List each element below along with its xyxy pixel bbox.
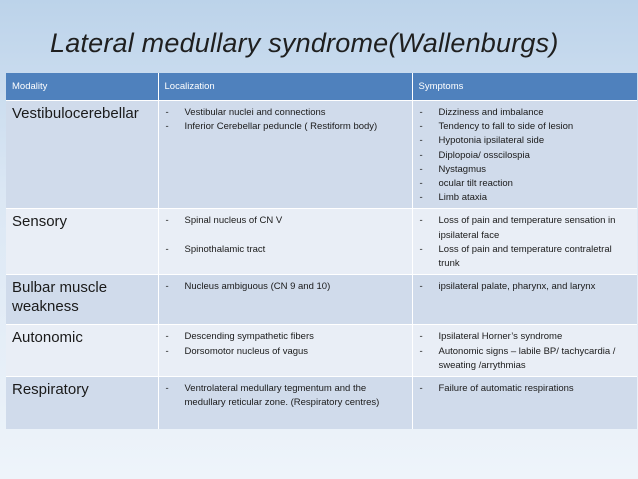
symptoms-list: Ipsilateral Horner’s syndrome Autonomic … — [419, 330, 632, 373]
localization-list: Descending sympathetic fibers Dorsomotor… — [165, 330, 406, 359]
list-item: ocular tilt reaction — [419, 177, 632, 191]
table-row: Sensory Spinal nucleus of CN V Spinothal… — [6, 208, 637, 275]
list-item: Dizziness and imbalance — [419, 106, 632, 120]
syndrome-table: Modality Localization Symptoms Vestibulo… — [6, 73, 637, 429]
list-item: Ventrolateral medullary tegmentum and th… — [165, 382, 406, 410]
modality-cell: Bulbar muscle weakness — [6, 274, 159, 325]
list-item: Dorsomotor nucleus of vagus — [165, 345, 406, 359]
modality-cell: Sensory — [6, 208, 159, 275]
symptoms-list: Dizziness and imbalance Tendency to fall… — [419, 106, 632, 206]
list-item: Failure of automatic respirations — [419, 382, 632, 396]
list-item: Spinothalamic tract — [165, 243, 406, 257]
header-modality: Modality — [6, 73, 159, 101]
symptoms-cell: Ipsilateral Horner’s syndrome Autonomic … — [412, 324, 637, 377]
symptoms-cell: Failure of automatic respirations — [412, 376, 637, 429]
list-item: Loss of pain and temperature sensation i… — [419, 214, 632, 242]
localization-list: Nucleus ambiguous (CN 9 and 10) — [165, 280, 406, 294]
list-item: Spinal nucleus of CN V — [165, 214, 406, 228]
table-row: Vestibulocerebellar Vestibular nuclei an… — [6, 99, 637, 209]
symptoms-list: Failure of automatic respirations — [419, 382, 632, 396]
localization-cell: Nucleus ambiguous (CN 9 and 10) — [158, 274, 413, 325]
localization-list: Ventrolateral medullary tegmentum and th… — [165, 382, 406, 410]
modality-cell: Autonomic — [6, 324, 159, 377]
list-item: Loss of pain and temperature contraletra… — [419, 243, 632, 271]
list-item: Ipsilateral Horner’s syndrome — [419, 330, 632, 344]
symptoms-cell: ipsilateral palate, pharynx, and larynx — [412, 274, 637, 325]
localization-list: Spinal nucleus of CN V Spinothalamic tra… — [165, 214, 406, 257]
localization-cell: Vestibular nuclei and connections Inferi… — [158, 99, 413, 209]
table-row: Bulbar muscle weakness Nucleus ambiguous… — [6, 274, 637, 325]
modality-cell: Respiratory — [6, 376, 159, 429]
list-item: Nystagmus — [419, 163, 632, 177]
table-header-row: Modality Localization Symptoms — [6, 73, 637, 101]
symptoms-cell: Loss of pain and temperature sensation i… — [412, 208, 637, 275]
localization-list: Vestibular nuclei and connections Inferi… — [165, 106, 406, 135]
slide-title: Lateral medullary syndrome(Wallenburgs) — [50, 28, 559, 58]
modality-cell: Vestibulocerebellar — [6, 99, 159, 209]
list-item: Nucleus ambiguous (CN 9 and 10) — [165, 280, 406, 294]
list-item: Hypotonia ipsilateral side — [419, 134, 632, 148]
header-symptoms: Symptoms — [412, 73, 637, 101]
symptoms-list: ipsilateral palate, pharynx, and larynx — [419, 280, 632, 294]
list-item: Diplopoia/ osscilospia — [419, 149, 632, 163]
list-item: Autonomic signs – labile BP/ tachycardia… — [419, 345, 632, 373]
symptoms-list: Loss of pain and temperature sensation i… — [419, 214, 632, 271]
table-row: Respiratory Ventrolateral medullary tegm… — [6, 376, 637, 429]
list-item: Tendency to fall to side of lesion — [419, 120, 632, 134]
localization-cell: Spinal nucleus of CN V Spinothalamic tra… — [158, 208, 413, 275]
localization-cell: Ventrolateral medullary tegmentum and th… — [158, 376, 413, 429]
list-item: Inferior Cerebellar peduncle ( Restiform… — [165, 120, 406, 134]
localization-cell: Descending sympathetic fibers Dorsomotor… — [158, 324, 413, 377]
list-item: Descending sympathetic fibers — [165, 330, 406, 344]
symptoms-cell: Dizziness and imbalance Tendency to fall… — [412, 99, 637, 209]
table-row: Autonomic Descending sympathetic fibers … — [6, 324, 637, 377]
list-item: Vestibular nuclei and connections — [165, 106, 406, 120]
list-item: Limb ataxia — [419, 191, 632, 205]
list-item: ipsilateral palate, pharynx, and larynx — [419, 280, 632, 294]
header-localization: Localization — [158, 73, 413, 101]
